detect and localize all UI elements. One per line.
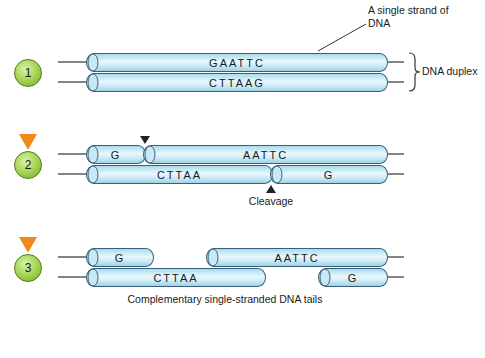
dna-strand-cylinder: CTTAA [86,165,273,184]
dna-strand-cylinder: GAATTC [86,53,388,72]
dna-strand-cylinder: CTTAA [86,268,266,287]
brace [409,53,420,91]
dna-strand-cylinder: G [86,248,154,267]
callout-label: A single strand of DNA [368,4,450,29]
node-text: CTTAA [153,272,198,284]
node-text: GAATTC [209,57,265,69]
node-text: AATTC [274,252,319,264]
node-text: 1 [25,66,32,80]
dna-strand-cylinder: G [86,145,146,164]
dna-strand-cylinder: CTTAAG [86,73,388,92]
step-arrow [25,90,31,134]
node-text: G [111,149,122,161]
node-text: AATTC [243,149,288,161]
node-text: G [115,252,126,264]
node-text: CTTAAG [209,77,265,89]
cleavage-marker [140,136,150,144]
node-text: 2 [25,158,32,172]
node-text: CTTAA [157,169,202,181]
node-text: G [348,272,359,284]
step-arrow [25,182,31,237]
dna-strand-cylinder: G [318,268,388,287]
bracket-label: DNA duplex [422,65,484,78]
dna-backbone-lines [58,62,404,277]
dna-strand-cylinder: AATTC [143,145,388,164]
step-number-circle: 1 [14,59,42,87]
dna-strand-cylinder: G [270,165,388,184]
step-number-circle: 3 [14,254,42,282]
node-text: 3 [25,261,32,275]
node-text: G [324,169,335,181]
step-number-circle: 2 [14,151,42,179]
cleavage-marker [266,185,276,193]
caption-label: Complementary single-stranded DNA tails [40,293,410,306]
dna-strand-cylinder: AATTC [206,248,388,267]
leader-line [318,24,366,51]
cleavage-label: Cleavage [231,195,311,208]
